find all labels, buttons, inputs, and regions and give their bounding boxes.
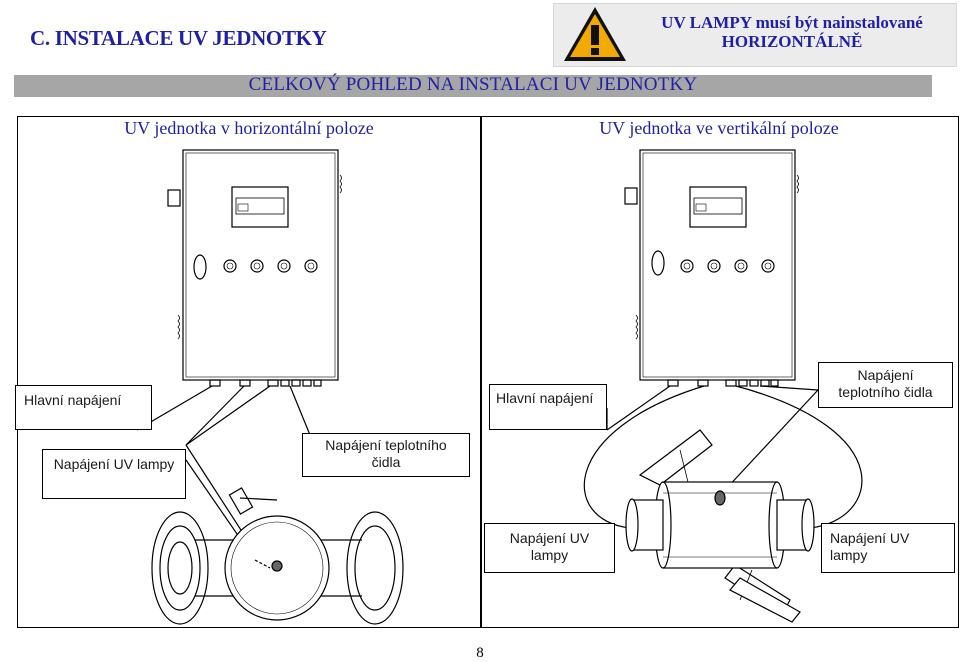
warning-triangle-icon	[564, 7, 626, 61]
right-panel	[480, 116, 959, 628]
banner-title: CELKOVÝ POHLED NA INSTALACI UV JEDNOTKY	[248, 74, 698, 95]
control-cabinet-right	[624, 149, 799, 387]
section-title: C. INSTALACE UV JEDNOTKY	[30, 26, 327, 50]
label-temp-sensor-power-right: Napájení teplotního čidla	[818, 362, 953, 408]
label-main-power-right: Hlavní napájení	[489, 384, 607, 430]
uv-reactor-right	[625, 429, 815, 623]
warning-line-2: HORIZONTÁLNĚ	[721, 32, 863, 51]
left-panel-caption: UV jednotka v horizontální poloze	[124, 118, 374, 138]
label-main-power-left: Hlavní napájení	[15, 385, 152, 430]
control-cabinet-left	[167, 149, 342, 387]
label-uv-lamp-power-right-1: Napájení UV lampy	[484, 523, 615, 573]
label-temp-sensor-power-left: Napájení teplotního čidla	[302, 433, 470, 477]
label-uv-lamp-power-right-2: Napájení UV lampy	[821, 523, 955, 573]
warning-text: UV LAMPY musí být nainstalované HORIZONT…	[632, 13, 952, 51]
warning-line-1: UV LAMPY musí být nainstalované	[661, 13, 923, 32]
right-panel-caption: UV jednotka ve vertikální poloze	[599, 118, 839, 138]
uv-reactor-left	[151, 487, 404, 625]
left-panel	[17, 116, 482, 628]
page-number: 8	[476, 645, 484, 661]
label-uv-lamp-power-left: Napájení UV lampy	[42, 449, 186, 499]
banner-bar	[14, 75, 932, 97]
